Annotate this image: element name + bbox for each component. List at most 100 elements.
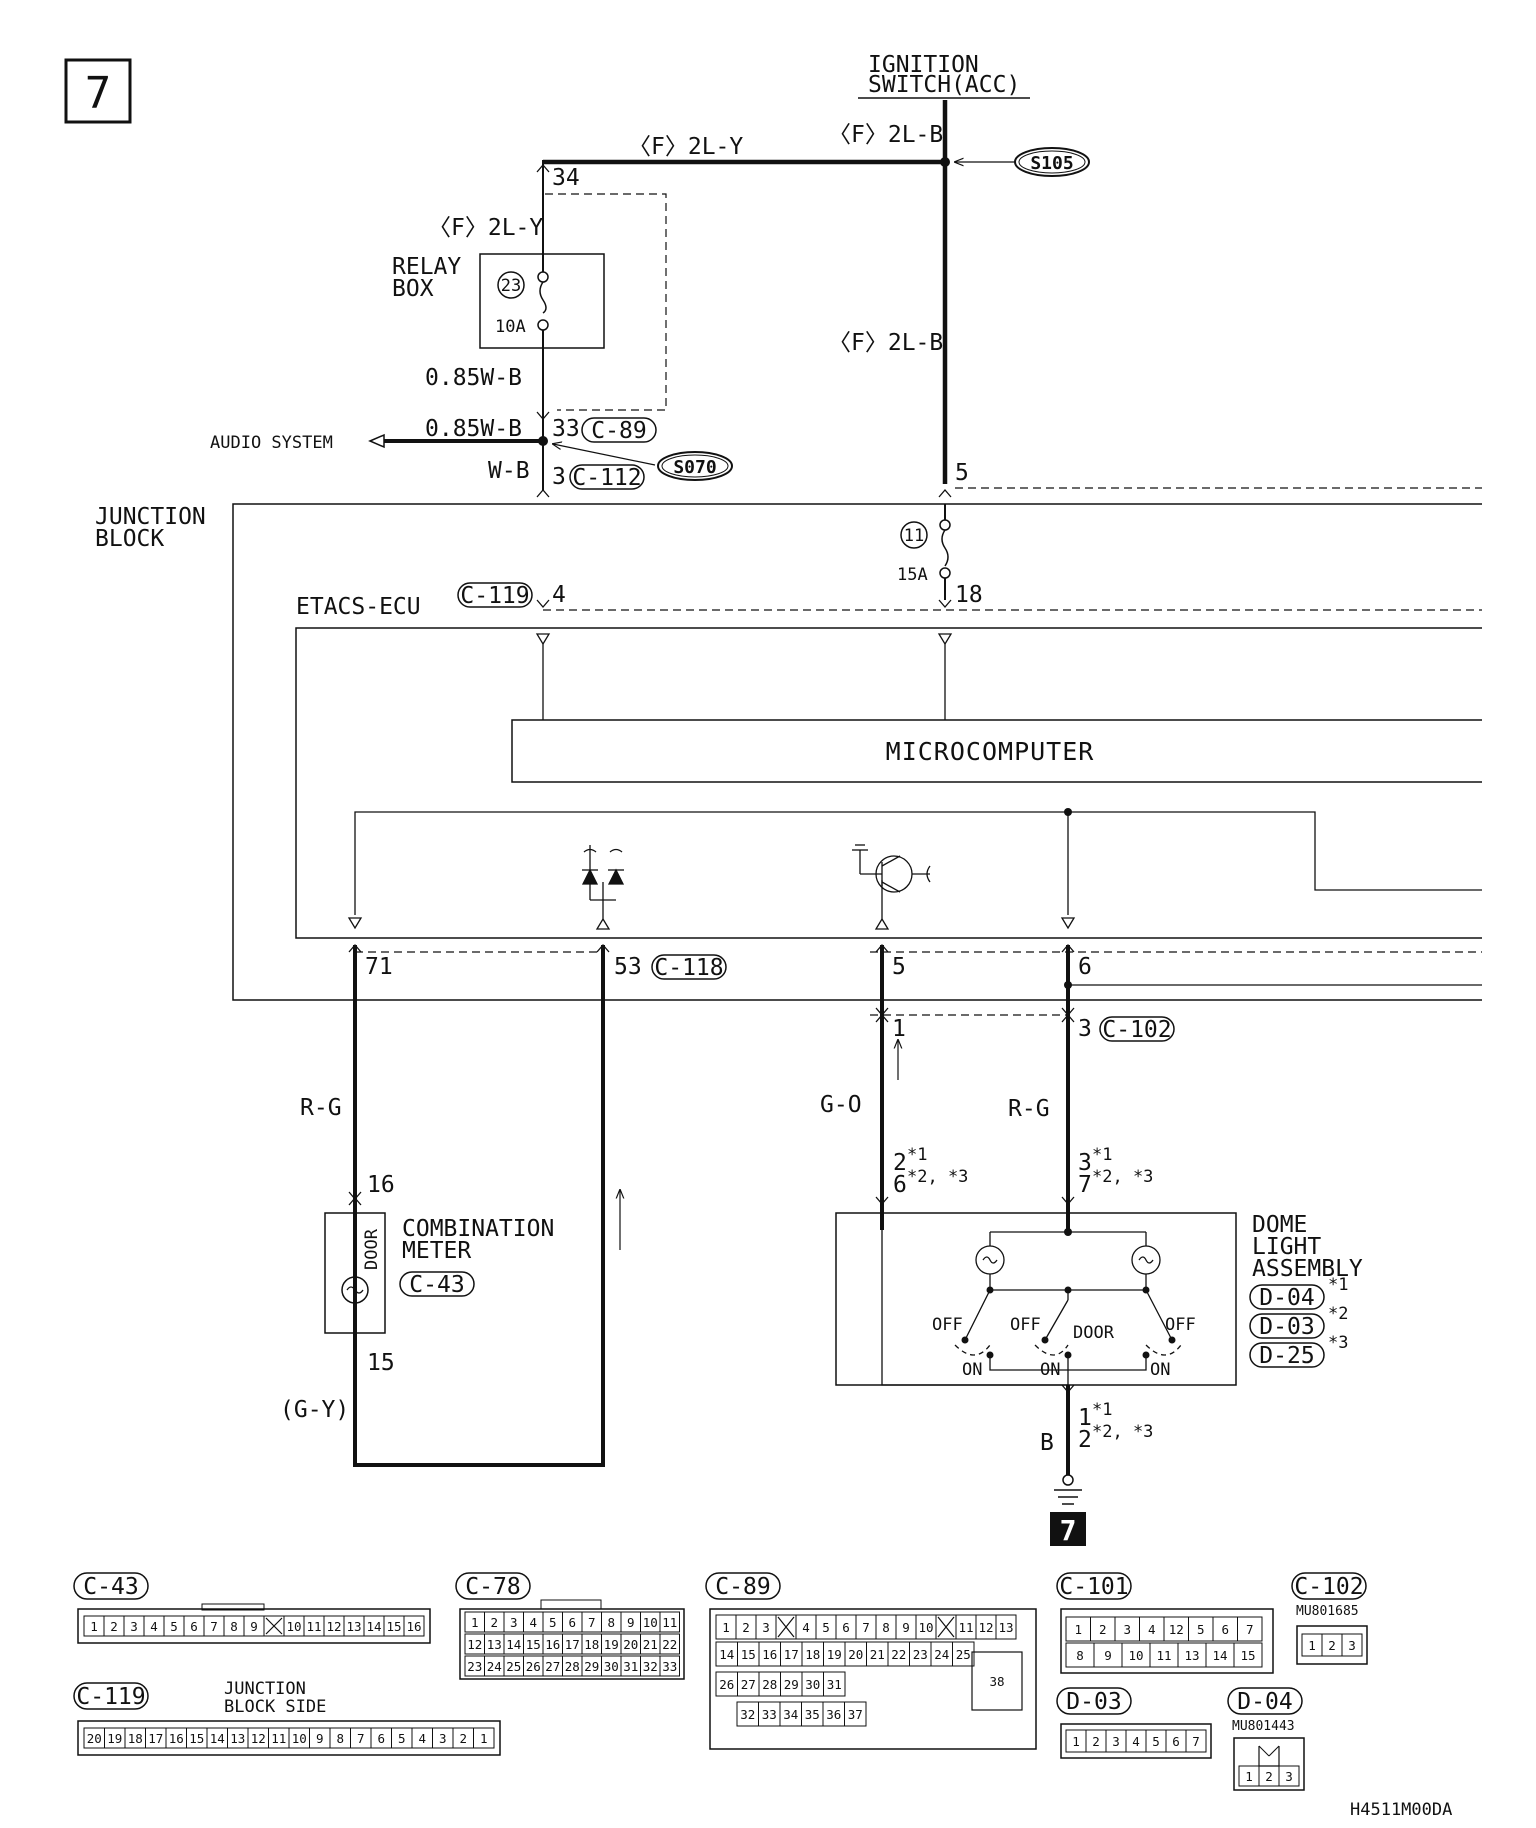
connector-pin-number: 16 [406, 1619, 421, 1634]
connector-pin-number: 2 [110, 1619, 118, 1634]
svg-text:B: B [1040, 1430, 1054, 1456]
ground-symbol [1054, 1474, 1082, 1505]
connector-pin-number: 11 [1156, 1648, 1171, 1663]
svg-text:ON: ON [1040, 1360, 1060, 1380]
connector-pin-number: 19 [827, 1647, 842, 1662]
connector-pin-number: 13 [230, 1731, 245, 1746]
connector-pin-number: 5 [1197, 1622, 1205, 1637]
connector-pin-number: 22 [891, 1647, 906, 1662]
connector-pin-number: 28 [565, 1659, 580, 1674]
connector-pin-number: 1 [480, 1731, 488, 1746]
connector-pin-number: 14 [506, 1637, 521, 1652]
connector-pin-number: 5 [822, 1620, 830, 1635]
connector-pin-cell [1278, 1765, 1300, 1787]
connector-pin-number: 9 [627, 1615, 635, 1630]
svg-text:C-89: C-89 [715, 1574, 770, 1600]
svg-text:C-43: C-43 [409, 1272, 464, 1298]
connector-pin-number: 2 [742, 1620, 750, 1635]
svg-text:DOME: DOME [1252, 1212, 1307, 1238]
svg-text:IGNITION: IGNITION [868, 52, 979, 78]
splice-s105: S105 [955, 147, 1090, 177]
connector-pin-number: 6 [1172, 1734, 1180, 1749]
connector-pin-number: 6 [190, 1619, 198, 1634]
connector-pin-number: 3 [1348, 1638, 1356, 1653]
junction-block: JUNCTION BLOCK [95, 487, 1482, 1016]
connector-pin-number: 8 [1076, 1648, 1084, 1663]
connector-pin-number: 4 [150, 1619, 158, 1634]
svg-text:1: 1 [1078, 1405, 1092, 1431]
connector-pin-number: 6 [377, 1731, 385, 1746]
etacs-ecu: ETACS-ECU [295, 594, 1482, 939]
connector-pin-number: 20 [848, 1647, 863, 1662]
connector-pin-number: 11 [306, 1619, 321, 1634]
connector-pin-number: 6 [842, 1620, 850, 1635]
connector-pin-number: 11 [271, 1731, 286, 1746]
svg-text:W-B: W-B [488, 458, 530, 484]
svg-text:ASSEMBLY: ASSEMBLY [1252, 1256, 1363, 1282]
svg-text:3: 3 [552, 464, 566, 490]
connector-pin-number: 12 [251, 1731, 266, 1746]
connector-pin-number: 15 [741, 1647, 756, 1662]
connector-pin-number: 17 [565, 1637, 580, 1652]
connector-pin-number: 7 [588, 1615, 596, 1630]
connector-pin-number: 25 [506, 1659, 521, 1674]
connector-pin-number: 7 [862, 1620, 870, 1635]
connector-pin-number: 1 [1074, 1622, 1082, 1637]
svg-text:*2, *3: *2, *3 [1092, 1167, 1153, 1187]
connector-pin-number: 30 [604, 1659, 619, 1674]
svg-text:BLOCK SIDE: BLOCK SIDE [224, 1697, 326, 1717]
connector-pin-number: 14 [366, 1619, 381, 1634]
connector-pin-number: 6 [568, 1615, 576, 1630]
svg-text:1: 1 [892, 1016, 906, 1042]
connector-pin-number: 29 [584, 1659, 599, 1674]
svg-text:〈F〉2L-B: 〈F〉2L-B [828, 122, 943, 148]
connector-pin-cell [844, 1701, 867, 1727]
svg-text:C-78: C-78 [465, 1574, 520, 1600]
svg-text:MU801443: MU801443 [1232, 1719, 1295, 1734]
connector-pin-number: 15 [526, 1637, 541, 1652]
connector-pin-number: 17 [148, 1731, 163, 1746]
svg-text:*2: *2 [1328, 1304, 1348, 1324]
blank-pin-mark [777, 1616, 795, 1638]
svg-text:SWITCH(ACC): SWITCH(ACC) [868, 72, 1020, 98]
svg-text:0.85W-B: 0.85W-B [425, 416, 522, 442]
connector-pin-number: 20 [623, 1637, 638, 1652]
connector-pin-number: 12 [326, 1619, 341, 1634]
connector-pin-number: 4 [802, 1620, 810, 1635]
connector-pin-number: 18 [805, 1647, 820, 1662]
svg-text:3: 3 [1078, 1150, 1092, 1176]
connector-pin-cell [823, 1671, 846, 1697]
connector-pin-cell [473, 1727, 495, 1749]
connector-pin-number: 18 [584, 1637, 599, 1652]
svg-text:R-G: R-G [300, 1095, 342, 1121]
svg-text:C-89: C-89 [591, 418, 646, 444]
svg-text:D-04: D-04 [1237, 1689, 1292, 1715]
connector-pin-number: 1 [90, 1619, 98, 1634]
svg-text:C-118: C-118 [654, 955, 723, 981]
connector-pin-number: 32 [643, 1659, 658, 1674]
connector-pin-number: 25 [956, 1647, 971, 1662]
svg-text:7: 7 [1060, 1514, 1077, 1547]
svg-text:C-119: C-119 [76, 1684, 145, 1710]
connector-pin-number: 31 [623, 1659, 638, 1674]
svg-text:D-04: D-04 [1259, 1285, 1314, 1311]
svg-text:RELAY: RELAY [392, 254, 461, 280]
connector-pin-cell [1237, 1616, 1263, 1642]
connector-pin-number: 2 [459, 1731, 467, 1746]
connector-pin-number: 7 [210, 1619, 218, 1634]
connector-c102-tag: C-102 [1099, 1016, 1175, 1043]
connector-pin-number: 36 [826, 1707, 841, 1722]
svg-text:33: 33 [552, 416, 580, 442]
connector-c89-tag: C-89 [581, 417, 657, 444]
connector-pin-number: 3 [1123, 1622, 1131, 1637]
audio-system: AUDIO SYSTEM [210, 433, 385, 453]
footer-badge: 7 [1050, 1512, 1086, 1547]
connector-pin-number: 35 [805, 1707, 820, 1722]
svg-text:D-03: D-03 [1259, 1314, 1314, 1340]
connector-pin-number: 4 [1148, 1622, 1156, 1637]
connector-pin-number: 10 [918, 1620, 933, 1635]
connector-pin-number: 26 [526, 1659, 541, 1674]
connector-pin-number: 5 [549, 1615, 557, 1630]
splice-s070: S070 [553, 444, 733, 481]
svg-text:71: 71 [365, 954, 393, 980]
